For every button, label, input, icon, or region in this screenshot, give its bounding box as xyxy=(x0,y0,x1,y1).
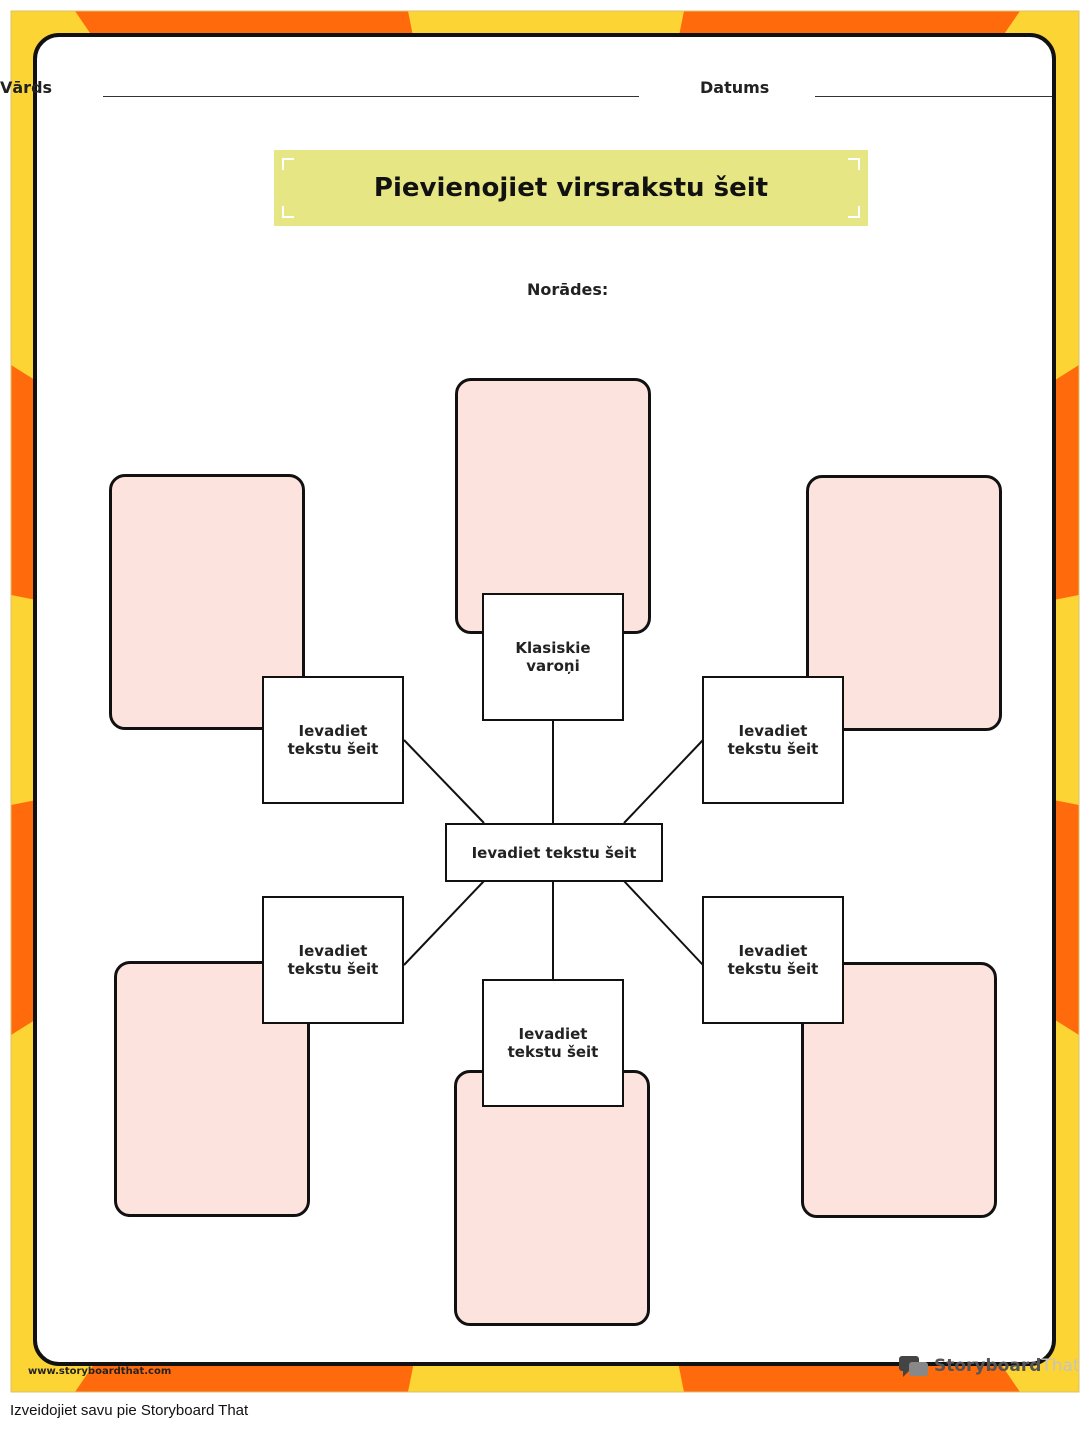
node-box-bottom[interactable]: Ievadiet tekstu šeit xyxy=(482,979,624,1107)
speech-bubble-icon xyxy=(899,1356,928,1377)
storyboardthat-logo[interactable]: StoryboardThat xyxy=(898,1354,1080,1378)
image-card-bottom[interactable] xyxy=(454,1070,650,1326)
page-caption: Izveidojiet savu pie Storyboard That xyxy=(10,1402,249,1419)
node-box-bottom-right[interactable]: Ievadiet tekstu šeit xyxy=(702,896,844,1024)
logo-text-dark: Storyboard xyxy=(934,1356,1042,1376)
corner-mark xyxy=(848,158,860,170)
date-line[interactable] xyxy=(815,96,1052,97)
page-title: Pievienojiet virsrakstu šeit xyxy=(373,173,769,203)
corner-mark xyxy=(282,206,294,218)
name-label: Vārds xyxy=(0,78,53,97)
footer-url[interactable]: www.storyboardthat.com xyxy=(28,1366,172,1377)
image-card-top[interactable] xyxy=(455,378,651,634)
logo-text-light: That xyxy=(1041,1356,1080,1376)
node-box-bottom-left[interactable]: Ievadiet tekstu šeit xyxy=(262,896,404,1024)
node-box-top-left[interactable]: Ievadiet tekstu šeit xyxy=(262,676,404,804)
instructions-label: Norādes: xyxy=(527,280,609,299)
date-label: Datums xyxy=(700,78,770,97)
center-box[interactable]: Ievadiet tekstu šeit xyxy=(445,823,663,882)
title-box[interactable]: Pievienojiet virsrakstu šeit xyxy=(274,150,868,226)
corner-mark xyxy=(282,158,294,170)
node-box-top-right[interactable]: Ievadiet tekstu šeit xyxy=(702,676,844,804)
corner-mark xyxy=(848,206,860,218)
node-box-top[interactable]: Klasiskie varoņi xyxy=(482,593,624,721)
name-line[interactable] xyxy=(103,96,639,97)
